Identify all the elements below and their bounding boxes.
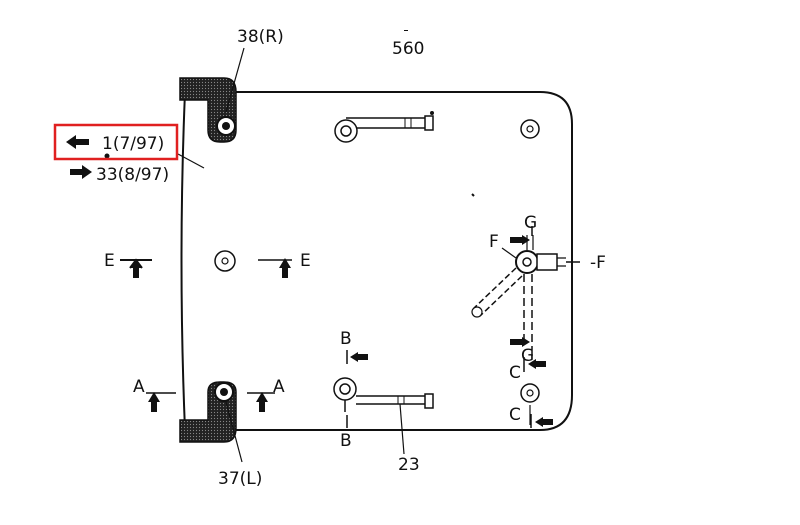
center-hole (214, 250, 236, 272)
label-ref-1: 1(7/97) (102, 134, 164, 154)
bottom-right-hole (520, 383, 540, 425)
section-g-bottom-arrow (510, 337, 530, 347)
label-ref-33: 33(8/97) (96, 165, 169, 185)
hinge-left (179, 381, 237, 443)
label-560: 560 (392, 39, 424, 59)
section-g-top-arrow (510, 235, 530, 245)
top-right-hole (520, 119, 540, 139)
top-linkage (334, 111, 434, 143)
leader-1-dot (104, 153, 110, 159)
label-f-left: F (489, 232, 499, 252)
section-c-upper-arrow (528, 359, 546, 369)
label-f-right: -F (590, 253, 606, 273)
label-g-bottom: G (521, 346, 534, 366)
label-38r: 38(R) (237, 27, 284, 47)
leader-33 (177, 153, 205, 169)
label-g-top: G (524, 213, 537, 233)
label-a-right: A (273, 377, 285, 397)
label-b-bottom: B (340, 431, 352, 451)
label-37l: 37(L) (218, 469, 262, 489)
right-mechanism (471, 193, 566, 344)
section-c-lower-arrow (535, 417, 553, 427)
label-c-upper: C (509, 363, 521, 383)
section-a-right-arrow (256, 392, 268, 412)
section-e-right-arrow (279, 258, 291, 278)
highlight-box (53, 123, 179, 161)
label-a-left: A (133, 377, 145, 397)
label-e-left: E (104, 251, 115, 271)
table-outline (232, 91, 573, 431)
leader-38 (225, 47, 245, 113)
table-left-edge (180, 91, 186, 431)
hinge-right (179, 77, 237, 143)
label-b-top: B (340, 329, 352, 349)
leader-37 (225, 401, 243, 463)
label-e-right: E (300, 251, 311, 271)
bottom-linkage (333, 377, 434, 455)
label-c-lower: C (509, 405, 521, 425)
left-arrow-icon (66, 135, 89, 149)
right-arrow-icon (70, 165, 92, 179)
section-a-left-arrow (148, 392, 160, 412)
label-23: 23 (398, 455, 420, 475)
section-b-arrow (350, 352, 368, 362)
